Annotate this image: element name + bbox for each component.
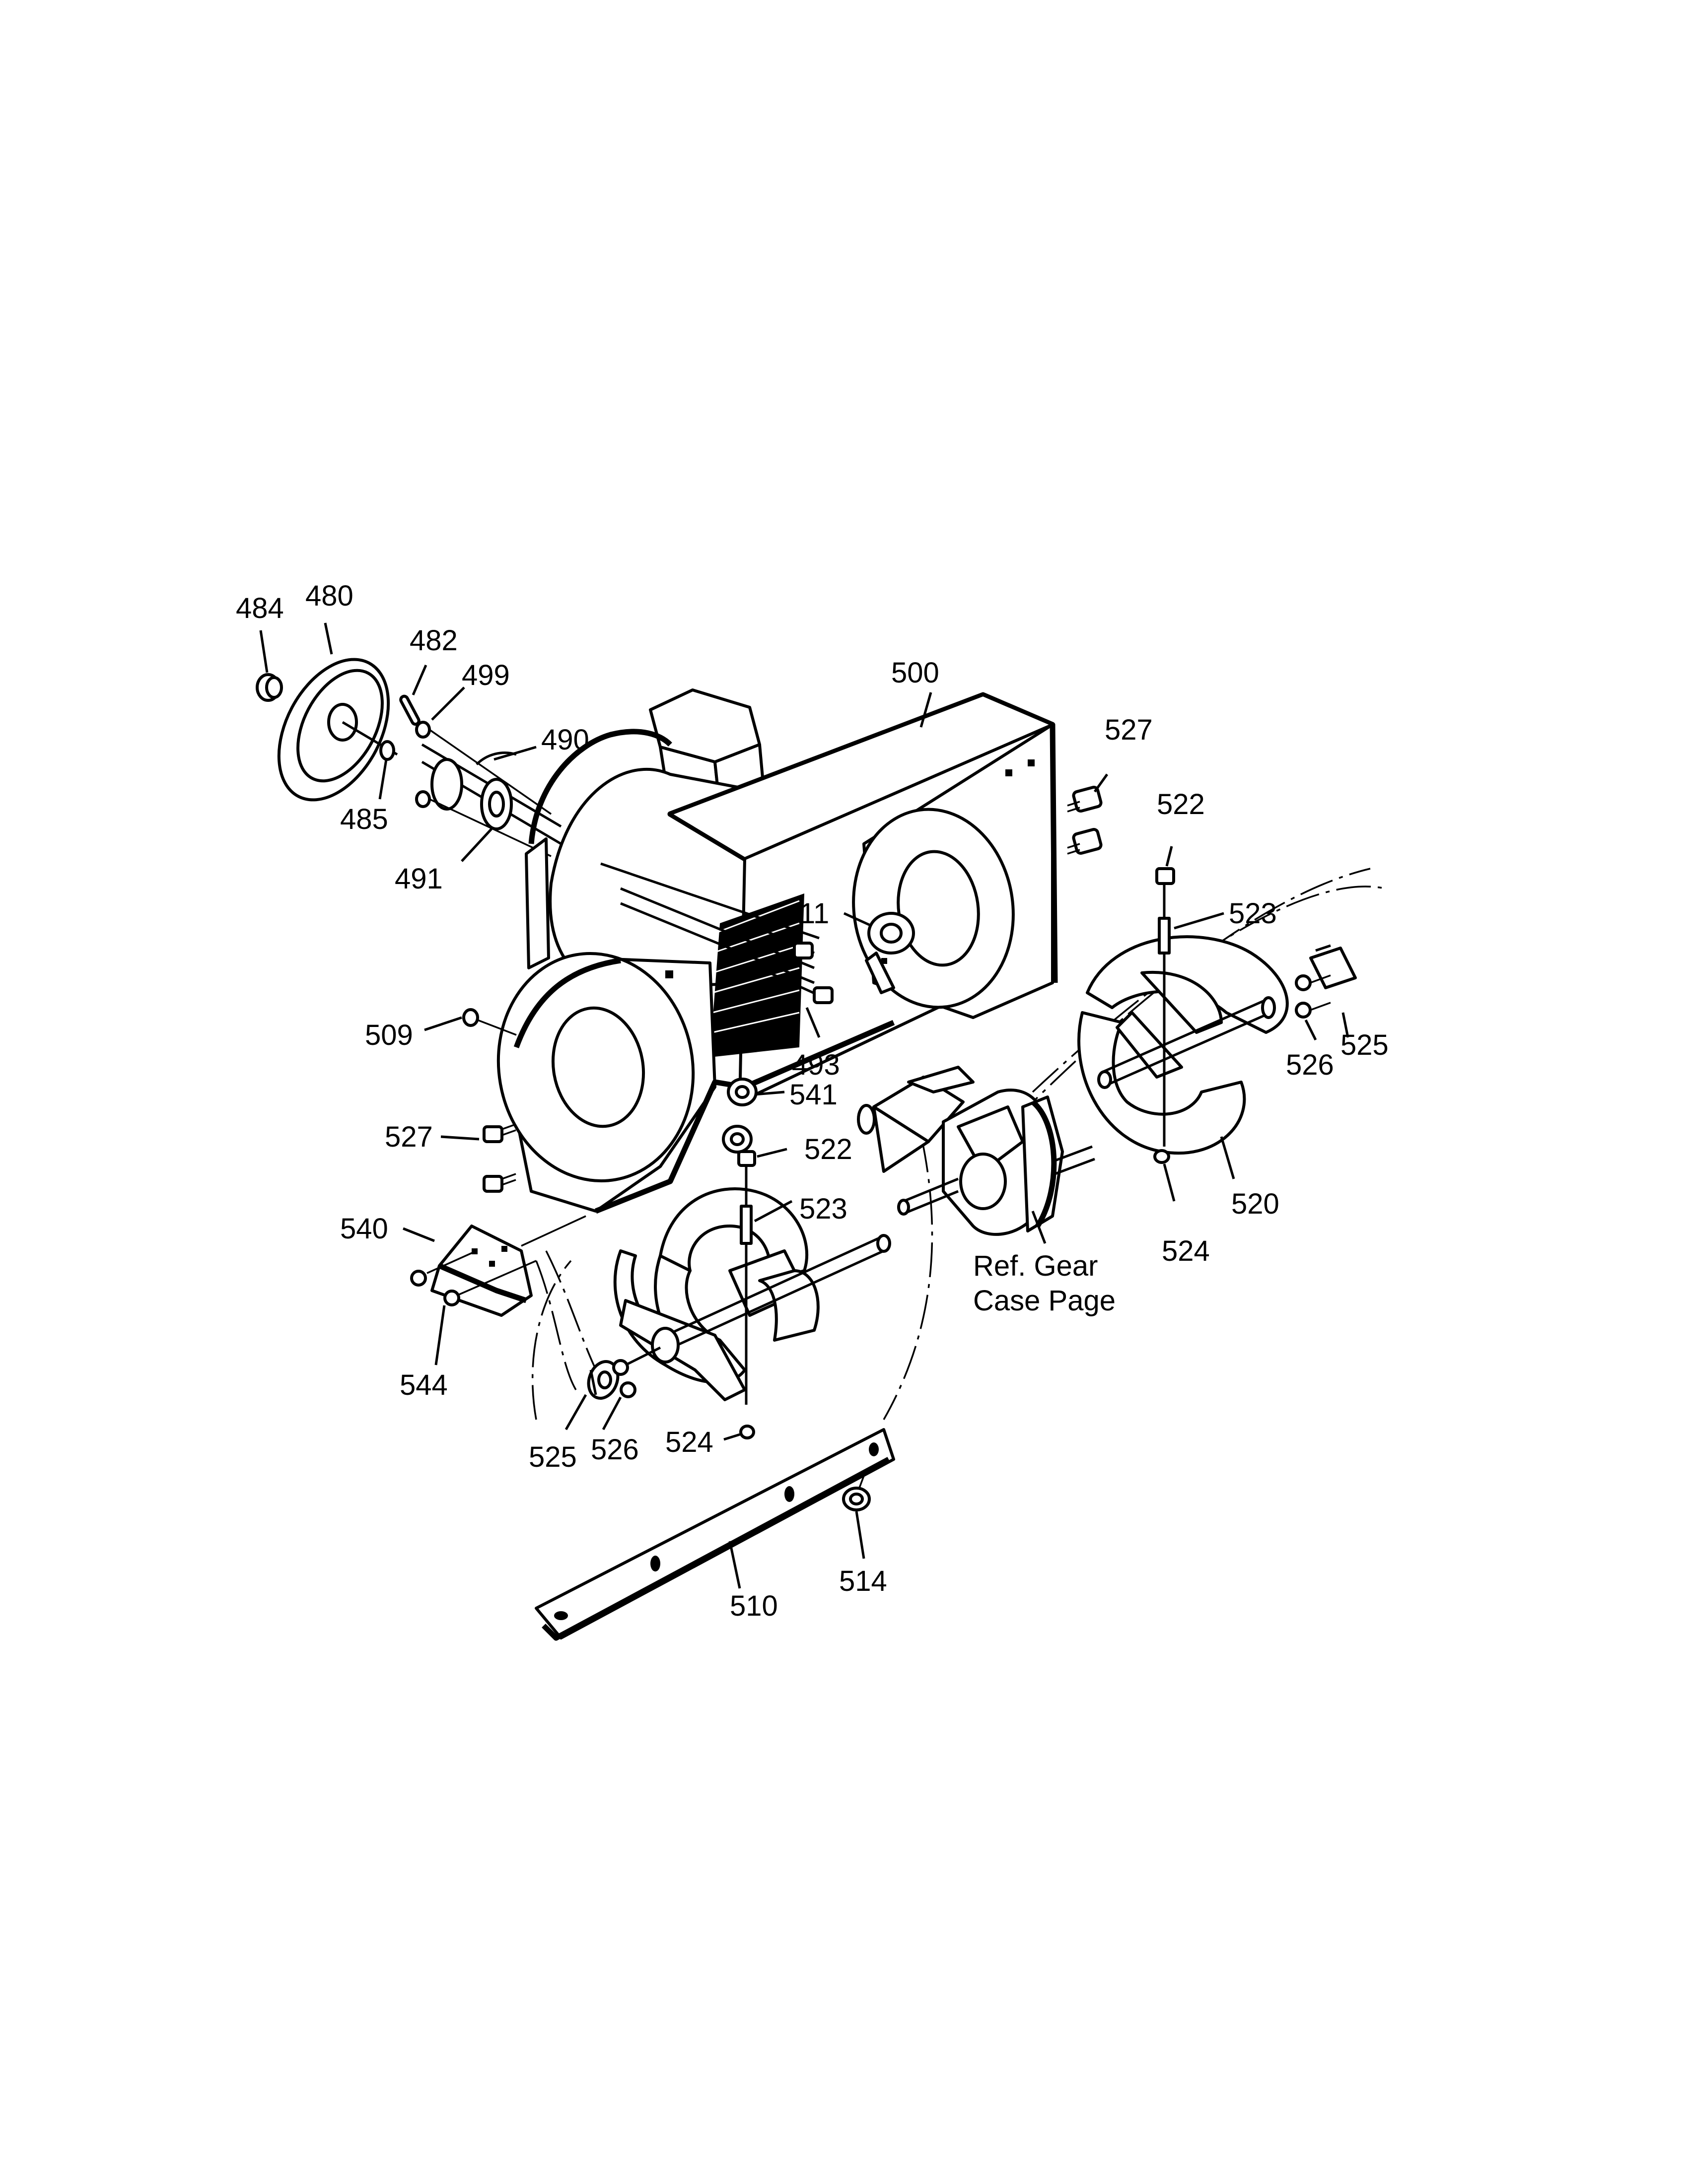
label-527-right: 527 — [1105, 714, 1153, 746]
label-482: 482 — [410, 624, 458, 657]
bolts-526-right — [1295, 974, 1331, 1019]
label-509: 509 — [365, 1019, 413, 1051]
label-541: 541 — [789, 1079, 838, 1111]
label-ref-gear-case-2: Case Page — [973, 1285, 1116, 1317]
bolts-526-left — [612, 1359, 636, 1398]
label-522-right: 522 — [1157, 788, 1205, 820]
label-11: 11 — [799, 897, 829, 930]
label-525-left: 525 — [529, 1441, 577, 1473]
spacer-523-right — [1158, 917, 1171, 955]
nut-524-right — [1153, 1149, 1170, 1164]
label-500: 500 — [891, 657, 939, 689]
label-493: 493 — [792, 1049, 840, 1081]
nut-514 — [842, 1469, 871, 1511]
label-526-left: 526 — [591, 1433, 639, 1466]
label-523-left: 523 — [799, 1193, 847, 1225]
bolt-509 — [462, 1008, 517, 1036]
key-485 — [379, 740, 395, 761]
label-491: 491 — [395, 863, 443, 895]
bolts-541 — [722, 1078, 758, 1154]
label-ref-gear-case-1: Ref. Gear — [973, 1250, 1098, 1282]
pulley-480 — [277, 658, 398, 802]
leader-lines — [259, 622, 1349, 1589]
bolts-527-left — [483, 1123, 516, 1193]
label-480: 480 — [305, 580, 353, 612]
label-490: 490 — [541, 724, 589, 756]
gear-case — [857, 1066, 1095, 1236]
bolts-527-right — [1067, 773, 1109, 855]
label-527-left: 527 — [385, 1121, 433, 1153]
assembly-lines — [531, 868, 1386, 1420]
auger-520 — [1077, 935, 1289, 1155]
label-526-right: 526 — [1286, 1049, 1334, 1081]
callout-labels: 484 480 482 499 490 485 491 500 527 522 … — [236, 580, 1389, 1622]
label-485: 485 — [340, 803, 388, 835]
label-523-right: 523 — [1229, 897, 1277, 930]
bolts-493 — [759, 927, 834, 1004]
spacer-523-left — [740, 1205, 753, 1245]
nut-524-left — [739, 1425, 755, 1439]
key-482 — [399, 694, 421, 726]
label-484: 484 — [236, 592, 284, 624]
hub-484 — [256, 673, 283, 702]
shear-bolt-522-right — [1155, 867, 1175, 1147]
label-524-left: 524 — [665, 1426, 713, 1458]
label-499: 499 — [462, 659, 510, 691]
bolts-544 — [410, 1270, 460, 1306]
label-510: 510 — [730, 1590, 778, 1622]
bearing-525-right — [1309, 944, 1357, 989]
label-544: 544 — [400, 1369, 448, 1401]
label-520: 520 — [1231, 1188, 1279, 1220]
label-524-right: 524 — [1162, 1235, 1210, 1267]
bearing-525-left — [587, 1360, 620, 1400]
scraper-bar-510 — [535, 1428, 895, 1641]
bearing-11 — [843, 912, 915, 994]
label-522-left: 522 — [804, 1133, 852, 1165]
label-540: 540 — [340, 1213, 388, 1245]
bearing-assembly-490 — [415, 721, 562, 857]
label-525-right: 525 — [1340, 1029, 1389, 1061]
label-514: 514 — [839, 1565, 887, 1597]
